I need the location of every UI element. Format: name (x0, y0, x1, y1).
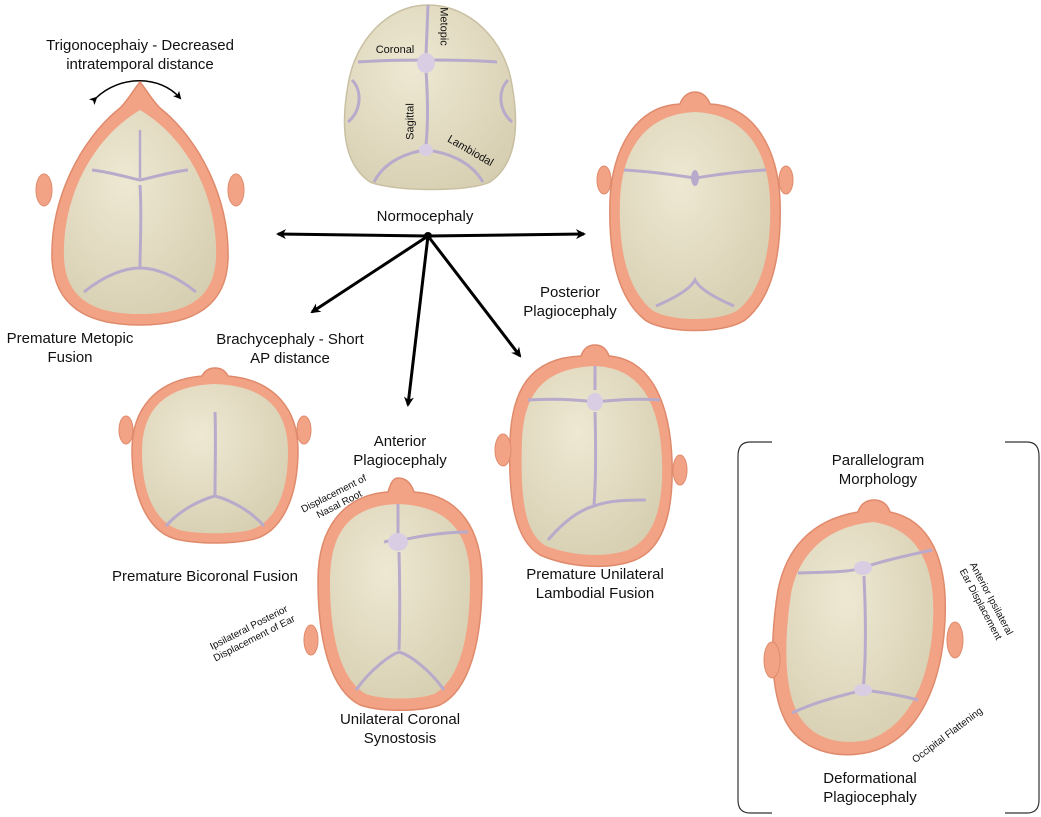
deformational-caption: Deformational Plagiocephaly (790, 769, 950, 807)
deformational-caption-line2: Plagiocephaly (823, 789, 917, 806)
metopic-suture (424, 4, 430, 56)
posterior-plagiocephaly-caption-line1: Premature Unilateral (526, 566, 664, 583)
brachycephaly-caption: Premature Bicoronal Fusion (112, 568, 298, 585)
posterior-plagiocephaly-caption-line2: Lambodial Fusion (535, 585, 655, 602)
brachycephaly-title-line1: Brachycephaly - Short (216, 331, 364, 348)
posterior-plagiocephaly-title-line2: Plagiocephaly (523, 303, 617, 320)
trigonocephaly-caption: Premature Metopic Fusion (0, 329, 145, 367)
deformational-title: Parallelogram Morphology (808, 451, 948, 489)
brachycephaly-title: Brachycephaly - Short AP distance (200, 330, 380, 368)
brachycephaly-skull (118, 367, 312, 544)
posterior-plagiocephaly-title: Posterior Plagiocephaly (500, 283, 640, 321)
label-coronal: Coronal (375, 44, 415, 56)
anterior-plagiocephaly-caption-line2: Synostosis (363, 730, 437, 747)
trigonocephaly-caption-line1: Premature Metopic (6, 330, 134, 347)
posterior-plagiocephaly-title-line1: Posterior (539, 284, 601, 301)
deformational-title-line1: Parallelogram (831, 452, 925, 469)
anterior-plagiocephaly-skull (303, 477, 483, 711)
trigonocephaly-caption-line2: Fusion (47, 349, 93, 366)
deformational-bracket (737, 441, 1040, 814)
sagittal-suture (424, 69, 429, 146)
anterior-plagiocephaly-title-line2: Plagiocephaly (353, 452, 447, 469)
anterior-plagiocephaly-caption: Unilateral Coronal Synostosis (310, 710, 490, 748)
brachycephaly-title-line2: AP distance (250, 350, 330, 367)
arrow-to-brachycephaly (310, 234, 429, 314)
posterior-plagiocephaly-caption: Premature Unilateral Lambodial Fusion (500, 565, 690, 603)
scaphocephaly-skull (596, 91, 794, 332)
normocephaly-label: Normocephaly (376, 208, 474, 225)
trigonocephaly-title-line1: Trigonocephaiy - Decreased (46, 37, 234, 54)
arrow-to-trigonocephaly (276, 229, 429, 240)
label-metopic: Metopic (437, 7, 450, 46)
anterior-plagiocephaly-caption-line1: Unilateral Coronal (339, 711, 461, 728)
curved-double-arrow (88, 80, 182, 106)
label-sagittal: Sagittal (404, 103, 417, 140)
deformational-caption-line1: Deformational (823, 770, 917, 787)
anterior-plagiocephaly-title: Anterior Plagiocephaly (340, 432, 460, 470)
trigonocephaly-title-line2: intratemporal distance (66, 56, 214, 73)
arrow-to-anterior-plagiocephaly (403, 235, 430, 407)
anterior-plagiocephaly-title-line1: Anterior (373, 433, 427, 450)
arrow-to-scaphocephaly (427, 229, 586, 240)
trigonocephaly-skull (35, 80, 245, 326)
deformational-skull (763, 499, 964, 756)
posterior-plagiocephaly-skull (494, 344, 688, 568)
normal-skull (343, 4, 517, 191)
arrows (88, 80, 586, 407)
trigonocephaly-title: Trigonocephaiy - Decreased intratemporal… (20, 36, 260, 74)
arrow-to-posterior-plagiocephaly (426, 235, 522, 358)
deformational-title-line2: Morphology (838, 471, 918, 488)
